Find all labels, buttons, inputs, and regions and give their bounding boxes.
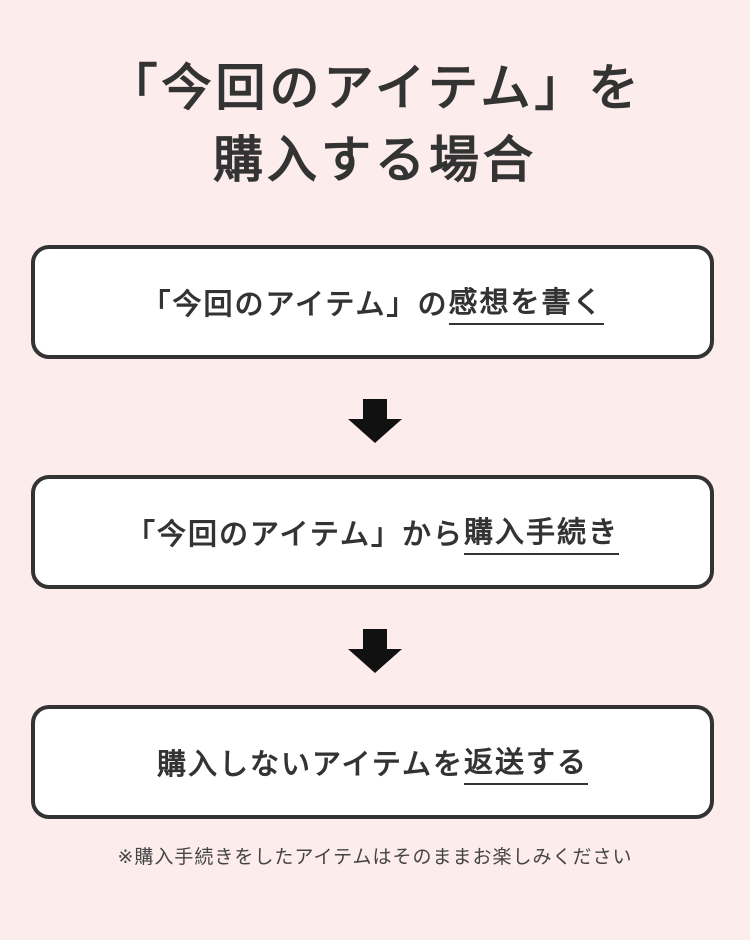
down-arrow-icon [348, 629, 402, 673]
step-3-emphasis: 返送する [464, 739, 589, 785]
step-2-box: 「今回のアイテム」から購入手続き [31, 475, 714, 589]
down-arrow-icon [348, 399, 402, 443]
page-title: 「今回のアイテム」を購入する場合 [0, 52, 750, 196]
footnote: ※購入手続きをしたアイテムはそのままお楽しみください [117, 846, 633, 868]
step-3-box: 購入しないアイテムを返送する [31, 705, 714, 819]
step-2-emphasis: 購入手続き [464, 509, 620, 555]
title-line-1: 「今回のアイテム」を [107, 59, 643, 117]
step-3-text: 購入しないアイテムを [156, 747, 465, 781]
title-line-2: 購入する場合 [213, 131, 537, 189]
step-1-emphasis: 感想を書く [448, 279, 604, 325]
step-1-text: 「今回のアイテム」の [141, 287, 449, 321]
step-1-box: 「今回のアイテム」の感想を書く [31, 245, 714, 359]
step-2-text: 「今回のアイテム」から [125, 517, 465, 551]
